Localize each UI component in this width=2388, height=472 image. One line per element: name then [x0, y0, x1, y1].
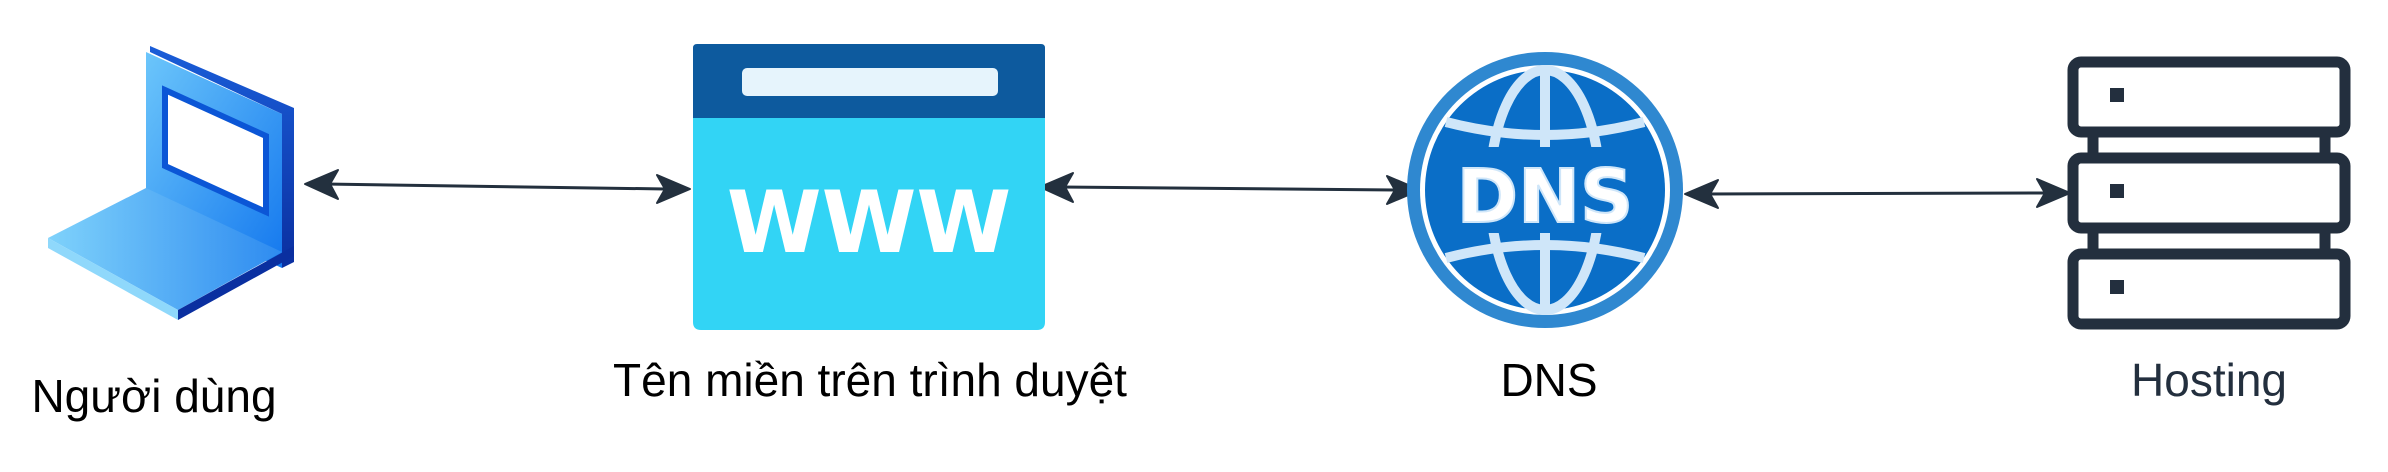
server-rack-icon: [2067, 56, 2351, 330]
connector-user-domain: [304, 169, 691, 204]
label-hosting: Hosting: [2131, 354, 2287, 406]
label-domain: Tên miền trên trình duyệt: [613, 354, 1127, 406]
connector-dns-hosting: [1684, 178, 2071, 209]
laptop-icon: [48, 46, 294, 320]
label-user: Người dùng: [31, 370, 276, 422]
dns-icon-text: DNS: [1457, 154, 1634, 240]
dns-globe-icon: DNS: [1407, 52, 1683, 328]
www-text: WWW: [727, 173, 1012, 273]
browser-www-icon: WWW: [693, 44, 1045, 330]
label-dns: DNS: [1500, 354, 1597, 406]
connector-domain-dns: [1039, 172, 1421, 205]
